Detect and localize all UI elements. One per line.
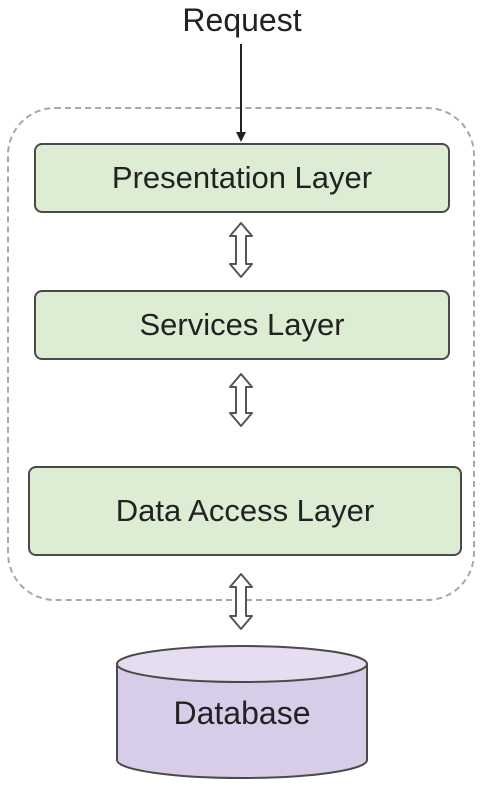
database-label: Database <box>173 695 311 731</box>
services-layer-label: Services Layer <box>139 307 345 342</box>
presentation-layer-label: Presentation Layer <box>111 160 373 195</box>
services-layer-box: Services Layer <box>34 290 450 360</box>
data-access-layer-box: Data Access Layer <box>28 466 462 556</box>
request-label: Request <box>182 2 302 38</box>
presentation-layer-box: Presentation Layer <box>34 143 450 213</box>
data-access-layer-label: Data Access Layer <box>115 493 375 528</box>
